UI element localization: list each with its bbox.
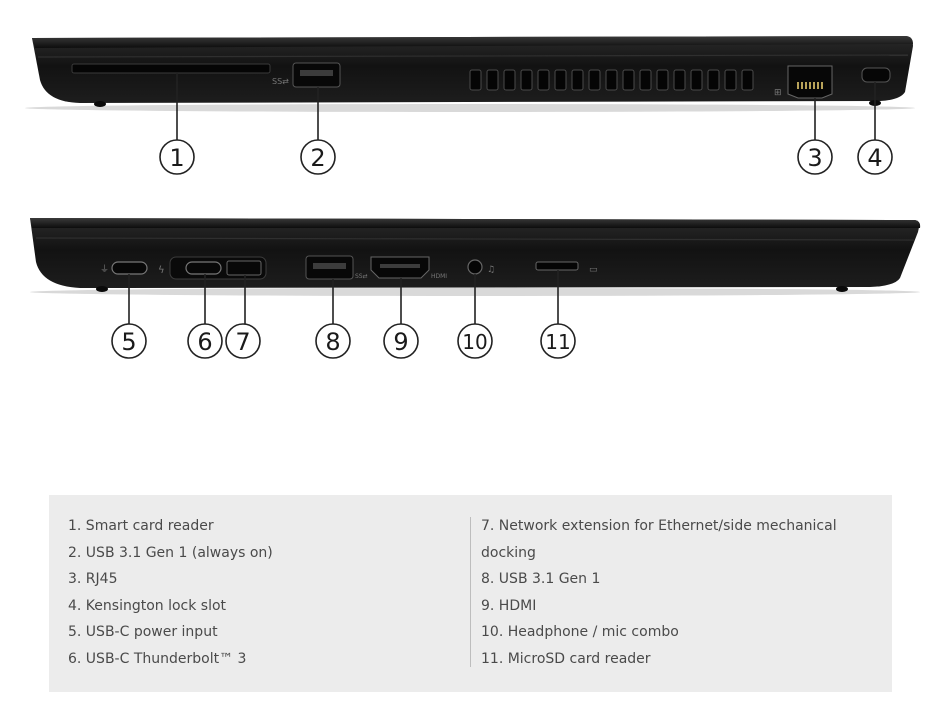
- headphone-icon: ♫: [487, 265, 495, 275]
- callout-label: 2: [310, 144, 325, 172]
- usb-ss-icon: SS⇄: [272, 77, 289, 86]
- headphone-jack: [467, 259, 483, 275]
- microsd-slot: [535, 261, 579, 271]
- sd-card-icon: ▭: [589, 265, 598, 275]
- callout-label: 7: [235, 328, 250, 356]
- legend-item: 4. Kensington lock slot: [68, 597, 227, 614]
- laptop-left-side-view: SS⇄ ⊞: [25, 36, 915, 112]
- legend-item: 11. MicroSD card reader: [481, 650, 651, 667]
- legend-divider: [470, 517, 471, 667]
- legend-item: 9. HDMI: [481, 597, 537, 614]
- callout-label: 10: [462, 330, 487, 354]
- callout-label: 11: [545, 330, 570, 354]
- legend-item: 10. Headphone / mic combo: [481, 624, 679, 640]
- port-diagram: SS⇄ ⊞: [25, 36, 921, 359]
- power-icon: ⏚: [100, 264, 109, 275]
- callout-label: 4: [867, 144, 882, 172]
- callout-7: 7: [225, 323, 261, 359]
- callout-11: 11: [540, 323, 576, 359]
- smart-card-slot: [71, 63, 271, 74]
- network-extension-port: [226, 260, 262, 276]
- callout-6: 6: [187, 323, 223, 359]
- callout-1: 1: [159, 139, 195, 175]
- legend-item: 2. USB 3.1 Gen 1 (always on): [68, 544, 273, 561]
- callout-label: 3: [807, 144, 822, 172]
- laptop-lid-edge: [32, 36, 913, 48]
- legend-column-right: 7. Network extension for Ethernet/side m…: [481, 513, 861, 672]
- usb-c-power-port: [111, 261, 148, 275]
- kensington-lock-slot: [861, 67, 891, 83]
- usb-c-thunderbolt-port: [185, 261, 222, 275]
- callout-label: 6: [197, 328, 212, 356]
- callout-4: 4: [857, 139, 893, 175]
- callout-label: 8: [325, 328, 340, 356]
- port-legend: 1. Smart card reader 2. USB 3.1 Gen 1 (a…: [49, 495, 892, 692]
- laptop-foot: [96, 286, 108, 292]
- callout-10: 10: [457, 323, 493, 359]
- legend-item: 7. Network extension for Ethernet/side m…: [481, 518, 837, 561]
- callout-label: 5: [121, 328, 136, 356]
- callout-2: 2: [300, 139, 336, 175]
- legend-column-left: 1. Smart card reader 2. USB 3.1 Gen 1 (a…: [68, 513, 448, 672]
- cooling-vents: [469, 69, 754, 91]
- laptop-foot: [836, 286, 848, 292]
- legend-item: 3. RJ45: [68, 571, 118, 587]
- callout-8: 8: [315, 323, 351, 359]
- laptop-right-side-view: ⏚ ϟ SS⇄ HDMI ♫ ▭: [30, 218, 921, 296]
- legend-item: 8. USB 3.1 Gen 1: [481, 571, 601, 587]
- thunderbolt-icon: ϟ: [158, 265, 165, 276]
- callout-3: 3: [797, 139, 833, 175]
- hdmi-icon: HDMI: [431, 273, 447, 280]
- laptop-lid-edge: [30, 218, 921, 228]
- legend-item: 5. USB-C power input: [68, 624, 218, 640]
- laptop-seam: [35, 237, 915, 241]
- legend-item: 6. USB-C Thunderbolt™ 3: [68, 650, 247, 667]
- laptop-seam: [37, 54, 909, 58]
- callout-label: 1: [169, 144, 184, 172]
- laptop-shadow: [25, 104, 915, 112]
- usb-ss-icon: SS⇄: [355, 273, 368, 280]
- laptop-foot: [94, 101, 106, 107]
- callout-5: 5: [111, 323, 147, 359]
- legend-item: 1. Smart card reader: [68, 518, 214, 534]
- callout-9: 9: [383, 323, 419, 359]
- network-icon: ⊞: [774, 88, 782, 98]
- callout-label: 9: [393, 328, 408, 356]
